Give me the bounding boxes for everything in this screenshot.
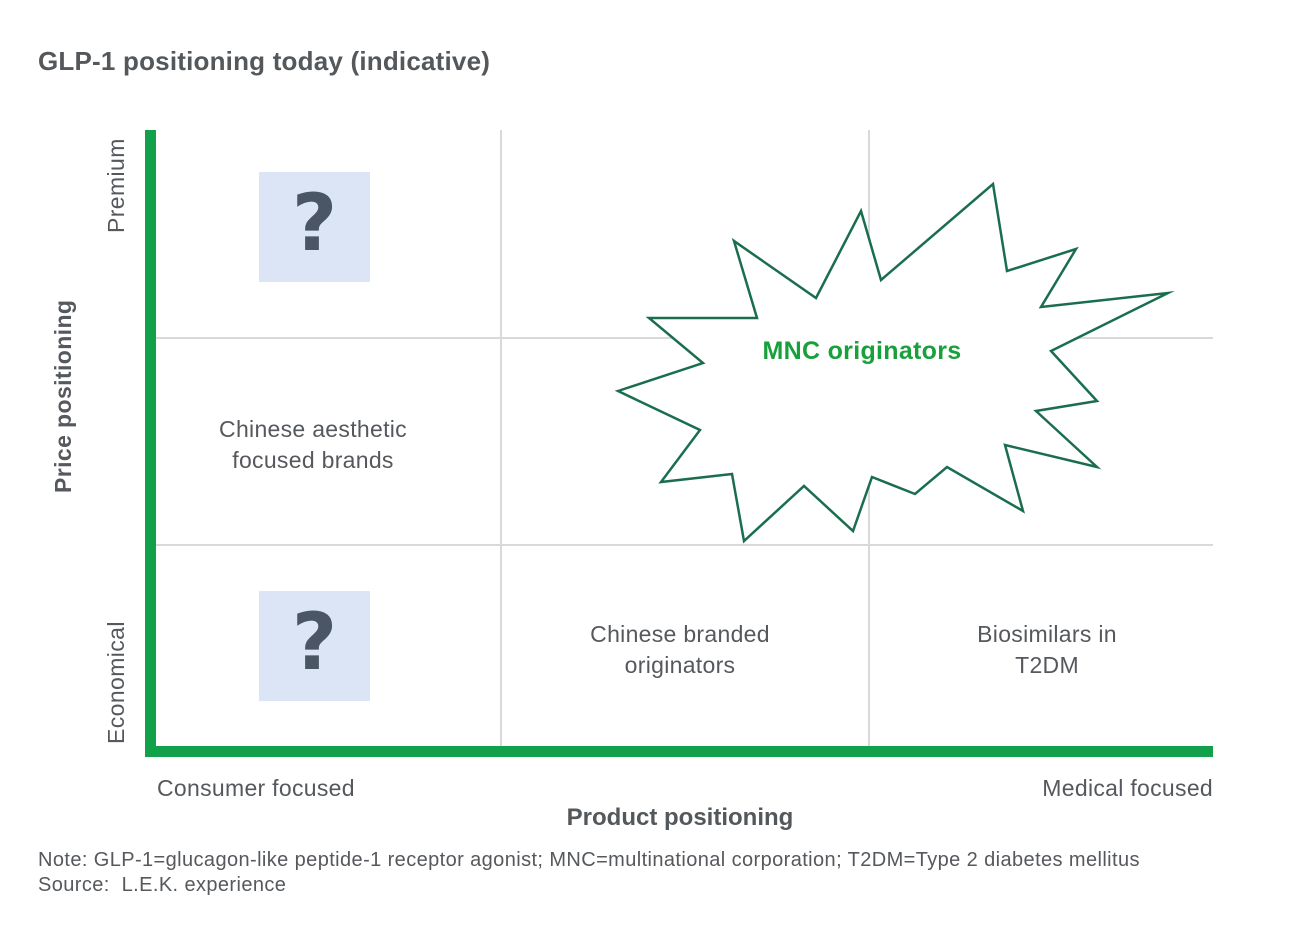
y-axis-label-economical: Economical: [103, 621, 129, 745]
gridline-horizontal-1: [156, 337, 1213, 339]
label-chinese-branded-originators: Chinese branded originators: [590, 621, 770, 678]
y-axis-label-premium: Premium: [103, 138, 129, 234]
label-biosimilars-in-t2dm: Biosimilars in T2DM: [977, 621, 1117, 678]
gridline-vertical-1: [500, 130, 502, 747]
question-box-economical-consumer: ?: [259, 591, 370, 701]
x-axis-line: [145, 746, 1213, 757]
label-chinese-aesthetic-focused-brands: Chinese aesthetic focused brands: [219, 416, 407, 473]
source-text: Source: L.E.K. experience: [38, 874, 287, 896]
question-mark-icon: ?: [291, 598, 338, 688]
gridline-vertical-2: [868, 130, 870, 747]
label-mnc-originators: MNC originators: [762, 337, 962, 365]
y-axis-line: [145, 130, 156, 757]
question-box-premium-consumer: ?: [259, 172, 370, 282]
x-axis-label-medical-focused: Medical focused: [1042, 775, 1213, 801]
gridline-horizontal-2: [156, 544, 1213, 546]
x-axis-title: Product positioning: [566, 804, 794, 831]
question-mark-icon: ?: [291, 179, 338, 269]
y-axis-title: Price positioning: [50, 299, 76, 493]
page-title: GLP-1 positioning today (indicative): [38, 46, 491, 76]
note-text: Note: GLP-1=glucagon-like peptide-1 rece…: [38, 849, 1140, 871]
x-axis-label-consumer-focused: Consumer focused: [157, 775, 355, 801]
